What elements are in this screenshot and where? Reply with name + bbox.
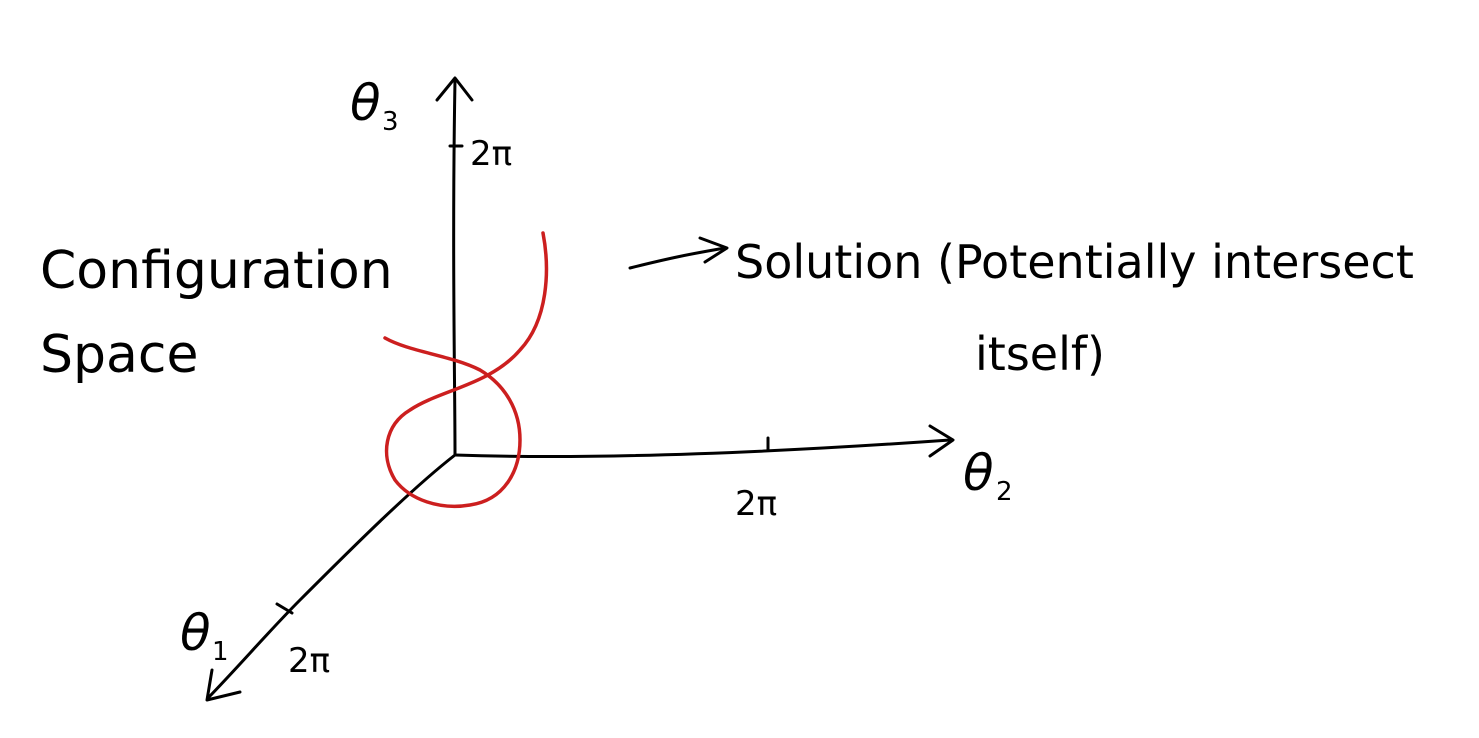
title-line2: Space (40, 325, 198, 385)
solution-curve (383, 231, 549, 508)
theta1-tick-label: 2π (288, 641, 330, 681)
solution-label-line1: Solution (Potentially intersect (735, 235, 1414, 289)
solution-label-line2: itself) (975, 327, 1105, 381)
solution-pointer-arrow (628, 236, 729, 270)
theta1-label: θ (180, 604, 211, 662)
theta2-tick-label: 2π (735, 484, 777, 524)
theta3-subscript: 3 (382, 107, 399, 137)
theta2-label: θ (963, 444, 994, 502)
theta3-label: θ (350, 74, 381, 132)
theta2-axis (453, 424, 955, 459)
title-line1: Configuration (40, 241, 393, 301)
theta1-axis (205, 453, 457, 702)
theta1-subscript: 1 (212, 637, 229, 667)
theta2-subscript: 2 (996, 477, 1013, 507)
theta3-axis (435, 76, 474, 457)
theta3-tick-label: 2π (470, 134, 512, 174)
